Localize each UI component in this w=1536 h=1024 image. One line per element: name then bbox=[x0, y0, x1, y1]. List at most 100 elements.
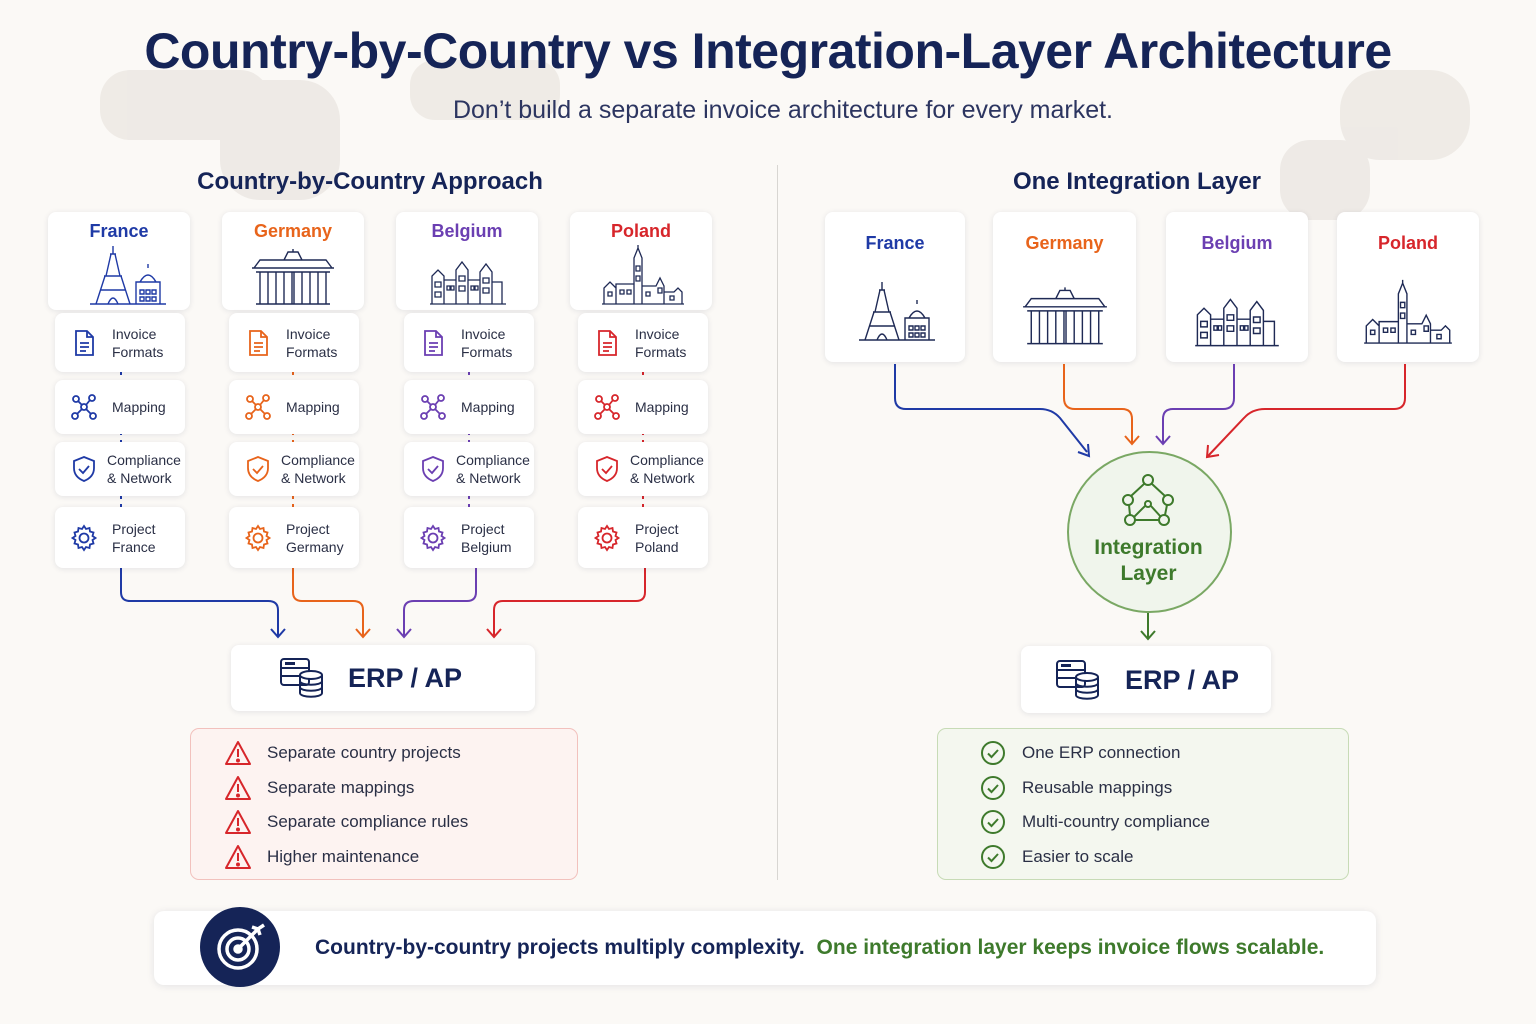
benefit-item: Reusable mappings bbox=[1022, 777, 1173, 797]
step-label: Invoice Formats bbox=[461, 325, 513, 360]
issue-item: Separate compliance rules bbox=[267, 812, 469, 831]
country-name: Belgium bbox=[431, 221, 503, 241]
step-label: Mapping bbox=[286, 399, 340, 415]
issue-item: Separate country projects bbox=[267, 743, 461, 762]
shield-check-icon bbox=[243, 454, 273, 484]
mapping-network-icon bbox=[592, 392, 622, 422]
world-map-background bbox=[100, 60, 1470, 220]
target-icon bbox=[217, 923, 265, 970]
conclusion-part-1: Country-by-country projects multiply com… bbox=[315, 936, 805, 959]
step-label: Project France bbox=[112, 520, 156, 555]
check-circle-icon bbox=[980, 775, 1006, 801]
step-label: Mapping bbox=[635, 399, 689, 415]
step-card-poland-2: Mapping bbox=[578, 380, 708, 434]
benefit-item: Multi-country compliance bbox=[1022, 812, 1211, 831]
step-card-poland-4: Project Poland bbox=[578, 507, 708, 568]
right-country-card-belgium: Belgium bbox=[1166, 212, 1308, 362]
step-card-germany-4: Project Germany bbox=[229, 507, 359, 568]
check-circle-icon bbox=[980, 844, 1006, 870]
step-card-belgium-4: Project Belgium bbox=[404, 507, 534, 568]
step-card-france-4: Project France bbox=[55, 507, 185, 568]
gear-icon bbox=[592, 523, 622, 553]
step-label: Project Poland bbox=[635, 520, 679, 555]
right-section-heading: One Integration Layer bbox=[1012, 168, 1262, 195]
page-title: Country-by-Country vs Integration-Layer … bbox=[144, 23, 1392, 79]
benefit-item: Easier to scale bbox=[1022, 846, 1134, 866]
step-label: Invoice Formats bbox=[286, 325, 338, 360]
benefit-item: One ERP connection bbox=[1022, 743, 1181, 762]
warning-icon bbox=[224, 809, 252, 835]
check-circle-icon bbox=[980, 740, 1006, 766]
left-country-card-belgium: Belgium bbox=[396, 212, 538, 310]
country-name: France bbox=[865, 233, 925, 253]
step-label: Compliance & Network bbox=[630, 452, 704, 486]
country-name: Poland bbox=[610, 221, 671, 241]
left-issues-box bbox=[190, 728, 578, 880]
conclusion-text: Country-by-country projects multiply com… bbox=[315, 936, 1324, 960]
warning-icon bbox=[224, 740, 252, 766]
step-card-germany-1: Invoice Formats bbox=[229, 313, 359, 372]
step-label: Mapping bbox=[461, 399, 515, 415]
gear-icon bbox=[243, 523, 273, 553]
vertical-divider bbox=[777, 165, 778, 880]
step-card-belgium-3: Compliance & Network bbox=[404, 442, 534, 496]
right-benefits-box bbox=[937, 728, 1349, 880]
belgian-guildhouses-icon bbox=[430, 260, 506, 305]
step-card-belgium-2: Mapping bbox=[404, 380, 534, 434]
check-circle-icon bbox=[980, 809, 1006, 835]
step-label: Compliance & Network bbox=[107, 452, 181, 486]
step-card-germany-3: Compliance & Network bbox=[229, 442, 359, 496]
step-card-germany-2: Mapping bbox=[229, 380, 359, 434]
right-country-card-poland: Poland bbox=[1337, 212, 1479, 362]
step-label: Project Germany bbox=[286, 520, 344, 555]
step-label: Mapping bbox=[112, 399, 166, 415]
step-card-france-2: Mapping bbox=[55, 380, 185, 434]
conclusion-banner: Country-by-country projects multiply com… bbox=[154, 907, 1376, 987]
database-icon bbox=[280, 658, 323, 698]
step-label: Compliance & Network bbox=[456, 452, 530, 486]
database-icon bbox=[1056, 659, 1099, 700]
right-erp-ap-box: ERP / AP bbox=[1021, 646, 1271, 713]
page-subtitle: Don’t build a separate invoice architect… bbox=[452, 96, 1114, 124]
mapping-network-icon bbox=[69, 392, 99, 422]
warning-icon bbox=[224, 844, 252, 870]
brandenburg-gate-icon bbox=[1023, 287, 1107, 345]
document-icon bbox=[243, 328, 273, 358]
shield-check-icon bbox=[418, 454, 448, 484]
left-country-card-germany: Germany bbox=[222, 212, 364, 310]
mapping-network-icon bbox=[243, 392, 273, 422]
step-card-belgium-1: Invoice Formats bbox=[404, 313, 534, 372]
document-icon bbox=[418, 328, 448, 358]
left-section-heading: Country-by-Country Approach bbox=[197, 168, 543, 195]
step-label: Project Belgium bbox=[461, 520, 512, 555]
left-erp-ap-box: ERP / AP bbox=[231, 645, 535, 711]
left-country-card-poland: Poland bbox=[570, 212, 712, 310]
step-label: Compliance & Network bbox=[281, 452, 355, 486]
issue-item: Separate mappings bbox=[267, 777, 415, 797]
left-country-card-france: France bbox=[48, 212, 190, 310]
eiffel-tower-icon bbox=[90, 246, 166, 305]
gear-icon bbox=[418, 523, 448, 553]
country-name: Germany bbox=[253, 221, 333, 241]
hub-label: Integration Layer bbox=[1094, 536, 1203, 585]
country-name: Germany bbox=[1025, 233, 1104, 253]
warning-icon bbox=[224, 775, 252, 801]
belgian-guildhouses-icon bbox=[1195, 298, 1279, 347]
integration-layer-hub bbox=[1067, 451, 1232, 613]
right-country-card-germany: Germany bbox=[993, 212, 1136, 362]
country-name: Poland bbox=[1377, 233, 1438, 253]
step-card-france-1: Invoice Formats bbox=[55, 313, 185, 372]
polish-town-hall-icon bbox=[1364, 279, 1452, 344]
step-card-france-3: Compliance & Network bbox=[55, 442, 185, 496]
issue-item: Higher maintenance bbox=[267, 846, 420, 866]
right-country-card-france: France bbox=[825, 212, 965, 362]
eiffel-tower-icon bbox=[859, 282, 935, 341]
document-icon bbox=[69, 328, 99, 358]
polish-town-hall-icon bbox=[602, 245, 684, 305]
conclusion-part-2: One integration layer keeps invoice flow… bbox=[816, 936, 1325, 959]
mapping-network-icon bbox=[418, 392, 448, 422]
brandenburg-gate-icon bbox=[252, 249, 334, 305]
country-name: Belgium bbox=[1201, 233, 1273, 253]
